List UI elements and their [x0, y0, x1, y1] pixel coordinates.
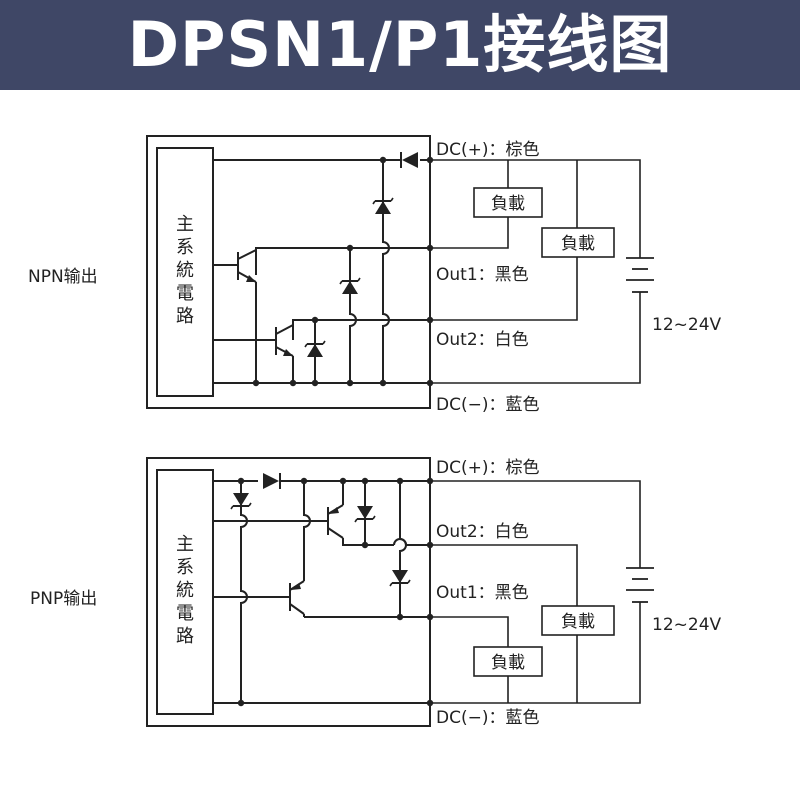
svg-text:電: 電 — [176, 283, 194, 304]
npn-out1-label: Out1：黑色 — [436, 265, 529, 285]
pnp-main-circuit-label: 主 系 統 電 路 — [176, 534, 194, 647]
npn-sensor-outline — [146, 135, 431, 409]
npn-label: NPN输出 — [28, 267, 98, 287]
title-banner: DPSN1/P1接线图 — [0, 0, 800, 90]
svg-text:主: 主 — [176, 214, 194, 235]
svg-text:路: 路 — [176, 306, 194, 327]
npn-main-circuit-label: 主 系 統 電 路 — [176, 214, 194, 327]
svg-text:電: 電 — [176, 603, 194, 624]
page-title: DPSN1/P1接线图 — [127, 8, 673, 81]
pnp-load-2-label: 負載 — [491, 653, 525, 673]
pnp-diagram: PNP输出 主 系 統 電 路 — [30, 457, 722, 728]
svg-text:統: 統 — [176, 260, 194, 281]
svg-text:系: 系 — [176, 237, 194, 258]
pnp-out1-label: Out1：黑色 — [436, 583, 529, 603]
pnp-label: PNP输出 — [30, 589, 97, 609]
npn-diagram: NPN输出 主 系 統 電 路 — [28, 135, 722, 415]
svg-text:路: 路 — [176, 626, 194, 647]
npn-dc-plus-label: DC(+)：棕色 — [436, 140, 539, 160]
npn-load-2 — [541, 227, 615, 258]
npn-battery — [626, 257, 654, 293]
pnp-load-1-label: 負載 — [561, 612, 595, 632]
pnp-sensor-outline — [146, 457, 431, 727]
svg-text:系: 系 — [176, 557, 194, 578]
npn-load-1-label: 負載 — [491, 194, 525, 214]
npn-load-1 — [473, 187, 543, 218]
pnp-battery — [626, 567, 654, 603]
pnp-load-1 — [541, 605, 615, 636]
pnp-dc-plus-label: DC(+)：棕色 — [436, 458, 539, 478]
pnp-out2-label: Out2：白色 — [436, 522, 529, 542]
npn-main-circuit-box — [156, 147, 214, 397]
pnp-main-circuit-box — [156, 469, 214, 715]
pnp-voltage-label: 12~24V — [652, 615, 722, 635]
pnp-load-2 — [473, 646, 543, 677]
npn-voltage-label: 12~24V — [652, 315, 722, 335]
svg-text:主: 主 — [176, 534, 194, 555]
npn-load-2-label: 負載 — [561, 234, 595, 254]
npn-dc-minus-label: DC(−)：藍色 — [436, 395, 539, 415]
pnp-dc-minus-label: DC(−)：藍色 — [436, 708, 539, 728]
svg-text:統: 統 — [176, 580, 194, 601]
npn-out2-label: Out2：白色 — [436, 330, 529, 350]
